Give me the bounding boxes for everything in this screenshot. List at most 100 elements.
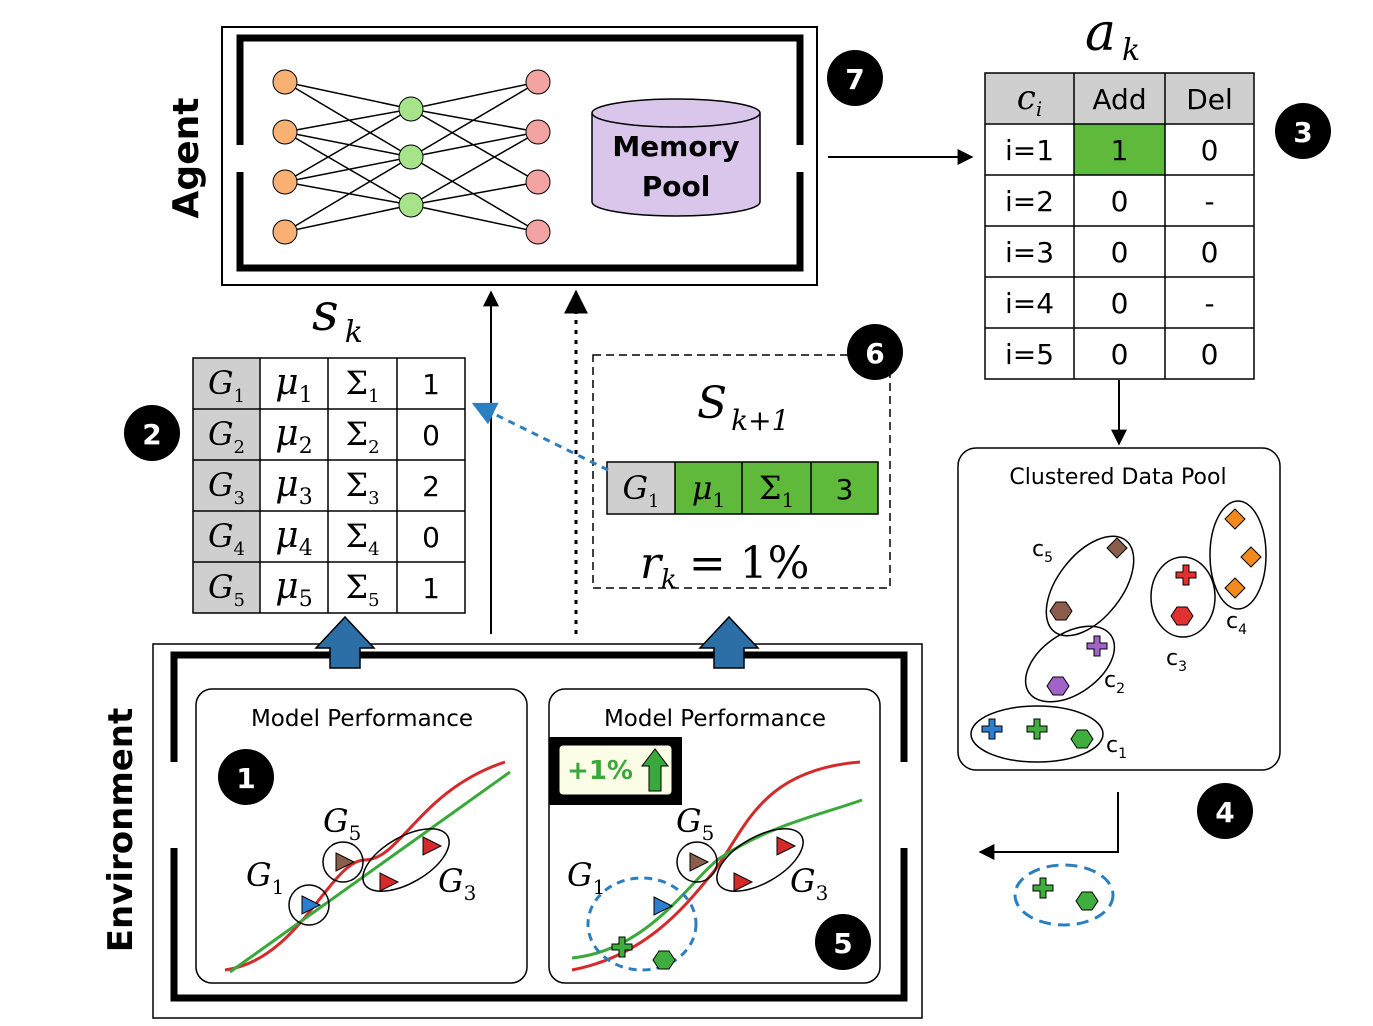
- state-cell-g: G3: [208, 466, 245, 509]
- brown-diamond: [1106, 537, 1128, 559]
- orange-diamond-2: [1240, 546, 1262, 568]
- action-header-del: Del: [1186, 83, 1233, 116]
- selected-sample: [1013, 863, 1115, 927]
- cluster-label-5: c5: [1032, 537, 1053, 566]
- cluster-2-ellipse: [1024, 625, 1116, 703]
- label-g3-left: G3: [438, 862, 476, 905]
- action-cell-add: 0: [1111, 185, 1129, 218]
- g5-marker-left: [335, 852, 356, 872]
- action-cell-add: 0: [1111, 236, 1129, 269]
- orange-diamond-1: [1224, 508, 1246, 530]
- action-cell-i: i=5: [1005, 338, 1054, 371]
- action-cell-del: -: [1204, 185, 1214, 218]
- clustered-data-pool: Clustered Data Pool c5 c2: [957, 447, 1281, 771]
- memory-label-line1: Memory: [612, 130, 739, 163]
- label-g5-left: G5: [323, 802, 361, 845]
- state-cell-g: G2: [208, 415, 245, 458]
- added-green-plus: [611, 936, 633, 958]
- label-g3-right: G3: [790, 862, 828, 905]
- action-header-ci: ci: [1017, 78, 1042, 121]
- cluster-label-3: c3: [1166, 646, 1187, 675]
- orange-diamond-3: [1224, 577, 1246, 599]
- step-6-badge: 6: [847, 324, 903, 380]
- state-cell-sig: Σ4: [345, 517, 379, 560]
- action-cell-del: 0: [1201, 338, 1219, 371]
- reward-text: rk= 1%: [640, 538, 809, 595]
- svg-text:7: 7: [845, 63, 864, 96]
- brown-hexagon: [1049, 601, 1073, 621]
- environment-block: Environment Model Performance 1 G5: [101, 615, 923, 1019]
- performance-panel-left: Model Performance 1 G5 G1 G3: [195, 688, 528, 984]
- green-curve-right: [571, 798, 863, 960]
- purple-hexagon: [1046, 676, 1070, 696]
- agent-block: Agent Memory Pool: [166, 26, 883, 286]
- green-plus-1: [1026, 718, 1048, 740]
- state-cell-val: 0: [422, 419, 440, 452]
- state-table-border: [192, 357, 466, 614]
- svg-text:1: 1: [236, 762, 255, 795]
- memory-label-line2: Pool: [642, 170, 711, 203]
- cluster-4-ellipse: [1209, 500, 1267, 610]
- state-cell-mu: μ5: [275, 566, 312, 612]
- step-7-badge: 7: [827, 50, 883, 106]
- next-cell-g: G1: [622, 469, 659, 512]
- svg-text:4: 4: [1215, 796, 1234, 829]
- state-cell-mu: μ2: [275, 413, 312, 459]
- cluster-5-ellipse: [1045, 535, 1135, 637]
- label-g1-left: G1: [246, 856, 284, 899]
- red-hexagon: [1170, 606, 1194, 626]
- next-g-cell-bg: [607, 462, 675, 514]
- action-cell-i: i=4: [1005, 287, 1054, 320]
- state-cell-val: 2: [422, 470, 440, 503]
- state-cell-g: G1: [208, 364, 245, 407]
- update-arrow: [471, 402, 609, 472]
- g1-marker-right: [653, 896, 674, 916]
- panel-right-title: Model Performance: [604, 706, 826, 732]
- step-2-badge: 2: [124, 405, 180, 461]
- state-cell-sig: Σ5: [345, 568, 379, 611]
- state-cell-sig: Σ1: [345, 364, 379, 407]
- action-cell-i: i=2: [1005, 185, 1054, 218]
- svg-text:6: 6: [865, 337, 884, 370]
- pool-title: Clustered Data Pool: [1009, 465, 1226, 490]
- action-cell-add: 0: [1111, 287, 1129, 320]
- added-green-hexagon: [652, 950, 676, 970]
- action-cell-add: 0: [1111, 338, 1129, 371]
- label-g1-right: G1: [567, 856, 605, 899]
- state-cell-sig: Σ3: [345, 466, 379, 509]
- panel-left-title: Model Performance: [251, 706, 473, 732]
- improvement-badge: +1%: [549, 737, 682, 805]
- performance-panel-right: Model Performance +1% 5: [548, 688, 881, 984]
- state-cell-sig: Σ2: [345, 415, 379, 458]
- svg-text:5: 5: [833, 927, 852, 960]
- red-curve-left: [224, 760, 506, 972]
- next-green-cells-bg: [675, 462, 878, 514]
- state-cell-mu: μ1: [275, 362, 312, 408]
- env-to-state-arrow: [314, 615, 376, 669]
- env-to-next-state-arrow: [698, 615, 760, 669]
- state-cell-mu: μ3: [275, 464, 312, 510]
- g1-expanded-ellipse: [586, 876, 698, 972]
- action-cell-del: 0: [1201, 134, 1219, 167]
- environment-label: Environment: [101, 708, 141, 953]
- blue-plus: [981, 718, 1003, 740]
- green-curve-left: [229, 770, 511, 974]
- state-cell-val: 1: [422, 572, 440, 605]
- purple-plus: [1086, 635, 1108, 657]
- action-highlight-cell: [1074, 124, 1165, 175]
- next-cell-val: 3: [836, 473, 854, 506]
- svg-text:2: 2: [142, 418, 161, 451]
- next-cell-sig: Σ1: [759, 469, 794, 512]
- cluster-1-ellipse: [970, 705, 1104, 763]
- state-cell-mu: μ4: [275, 515, 312, 561]
- svg-text:3: 3: [1293, 116, 1312, 149]
- step-4-badge: 4: [1197, 783, 1253, 839]
- state-cell-g: G5: [208, 568, 245, 611]
- step-1-badge: 1: [218, 749, 274, 805]
- green-hexagon-1: [1070, 729, 1094, 749]
